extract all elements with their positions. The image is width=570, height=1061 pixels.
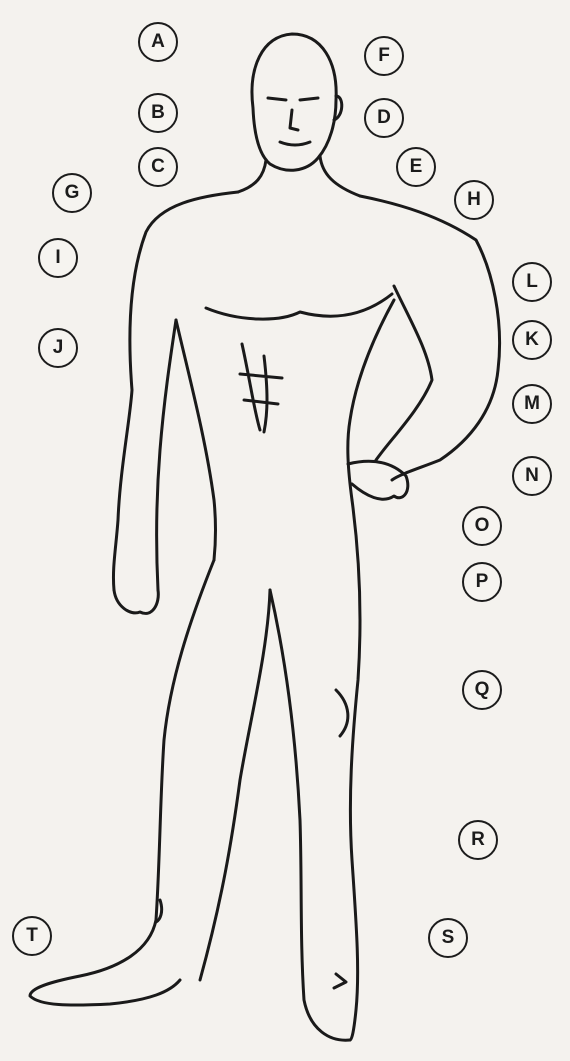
right-hand xyxy=(348,461,408,499)
head-outline xyxy=(252,34,336,170)
right-leg-outer xyxy=(350,500,360,1040)
torso-right xyxy=(348,300,394,500)
callout-r: R xyxy=(458,820,498,860)
right-inner-arm xyxy=(376,286,432,460)
abs-line xyxy=(240,344,282,432)
neck-right xyxy=(320,156,360,196)
callout-n: N xyxy=(512,456,552,496)
left-hand xyxy=(114,590,158,613)
chest-line xyxy=(206,294,392,319)
callout-a: A xyxy=(138,22,178,62)
knee-detail xyxy=(156,690,348,988)
callout-h: H xyxy=(454,180,494,220)
callout-e: E xyxy=(396,147,436,187)
callout-c: C xyxy=(138,147,178,187)
right-shoulder-arm xyxy=(360,196,500,480)
callout-l: L xyxy=(512,262,552,302)
left-leg-outer xyxy=(30,560,214,1005)
left-shoulder-arm xyxy=(113,192,238,590)
callout-m: M xyxy=(512,384,552,424)
torso-left xyxy=(176,320,216,560)
callout-q: Q xyxy=(462,670,502,710)
callout-s: S xyxy=(428,918,468,958)
callout-o: O xyxy=(462,506,502,546)
callout-k: K xyxy=(512,320,552,360)
left-leg-inner xyxy=(200,590,270,980)
callout-j: J xyxy=(38,328,78,368)
face-features xyxy=(268,98,318,145)
callout-p: P xyxy=(462,562,502,602)
neck-left xyxy=(238,160,266,192)
callout-g: G xyxy=(52,173,92,213)
callout-t: T xyxy=(12,916,52,956)
left-inner-arm xyxy=(157,320,176,590)
callout-i: I xyxy=(38,238,78,278)
right-leg-inner xyxy=(270,590,350,1040)
callout-d: D xyxy=(364,98,404,138)
callout-b: B xyxy=(138,93,178,133)
callout-f: F xyxy=(364,36,404,76)
